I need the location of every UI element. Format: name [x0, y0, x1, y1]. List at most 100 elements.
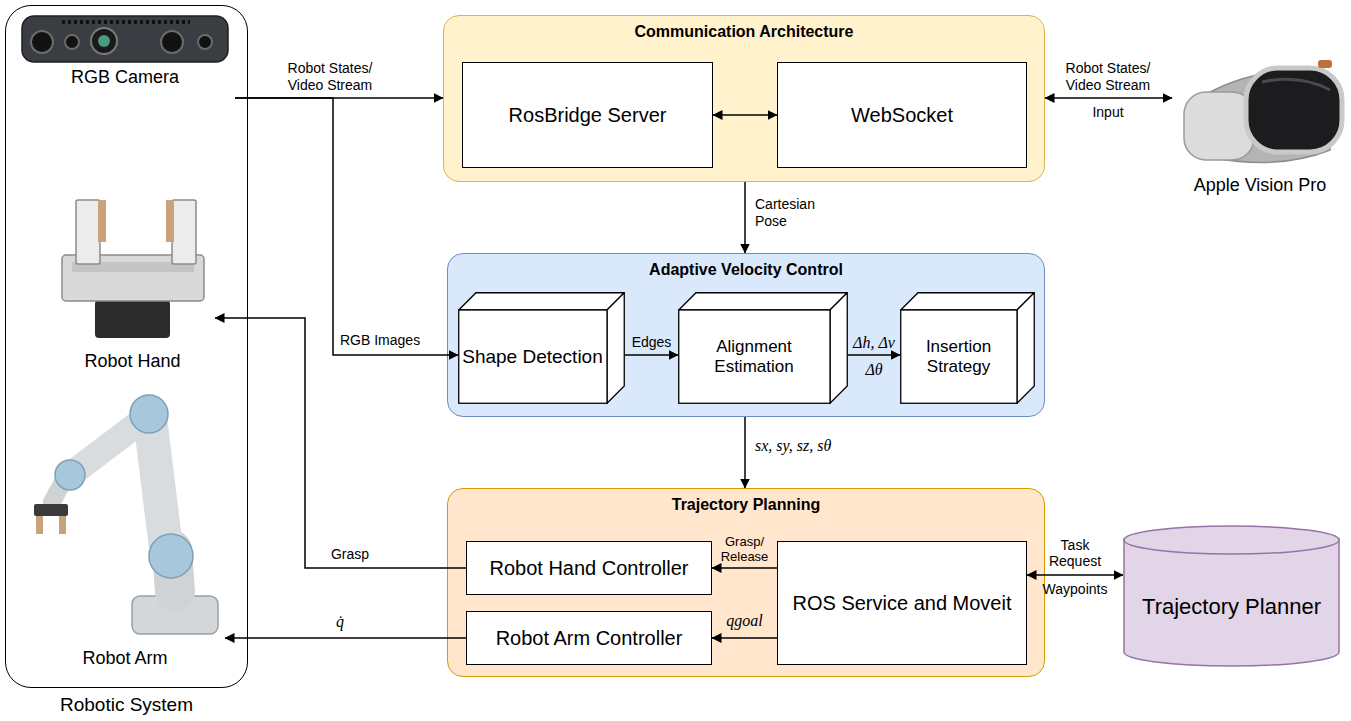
- connector-arrow: [1045, 97, 1172, 99]
- node-label: Apple Vision Pro: [1194, 175, 1327, 196]
- free-label-holder: Waypoints: [1030, 581, 1120, 598]
- node-label: Alignment Estimation: [678, 337, 830, 377]
- device-node: Robot Hand: [50, 190, 215, 378]
- edge-label-holder: qgoal: [715, 611, 775, 630]
- edge-label: Robot States/ Video Stream: [278, 60, 383, 94]
- connector-arrow: [848, 354, 900, 356]
- edge-label-holder: sx, sy, sz, sθ: [755, 436, 925, 455]
- arm-gripper-finger: [36, 516, 43, 534]
- gripper-finger: [172, 200, 196, 264]
- edge-label: Task Request: [1035, 537, 1115, 569]
- edge-label-holder: Robot States/ Video Stream: [1056, 60, 1161, 94]
- cube-front: [901, 310, 1017, 403]
- device-node: Apple Vision Pro: [1172, 55, 1348, 200]
- panel-title: Trajectory Planning: [447, 496, 1045, 514]
- process-box: Robot Hand Controller: [466, 541, 712, 595]
- panel-background: [5, 5, 248, 688]
- connector-arrow: [215, 318, 466, 568]
- headset-reflection: [1262, 79, 1330, 90]
- gripper-pad: [166, 200, 174, 242]
- arm-joint: [55, 460, 85, 490]
- arm-joint: [130, 395, 168, 433]
- cube-front: [679, 310, 830, 403]
- process-cube: Shape Detection: [458, 292, 625, 404]
- cube-top: [459, 293, 625, 310]
- node-label: Robot Hand: [84, 351, 180, 372]
- connector-arrow: [1027, 574, 1123, 576]
- edge-label-holder: Δh, Δv: [848, 333, 900, 352]
- signal-label: Waypoints: [1030, 581, 1120, 598]
- edge-label: Robot States/ Video Stream: [1056, 60, 1161, 94]
- node-label: ROS Service and Moveit: [793, 592, 1012, 615]
- group-panel: Adaptive Velocity ControlShape Detection…: [447, 253, 1045, 417]
- signal-label: Input: [1068, 104, 1148, 121]
- process-box: ROS Service and Moveit: [777, 541, 1027, 665]
- connector-arrow: [713, 114, 777, 116]
- connector-arrow: [225, 637, 466, 639]
- cube-top: [679, 293, 848, 310]
- edge-label: Δh, Δv: [848, 333, 900, 352]
- device-node: RGB Camera: [15, 10, 235, 100]
- edge-label-holder: Cartesian Pose: [755, 196, 835, 230]
- connector-arrow: [712, 567, 777, 569]
- node-label: Robot Arm: [82, 648, 167, 669]
- edge-label: Grasp/ Release: [714, 535, 776, 565]
- panel-title: Robotic System: [60, 694, 193, 716]
- process-box: RosBridge Server: [462, 62, 713, 168]
- camera-lens-glass: [98, 35, 110, 47]
- free-label-holder: Input: [1068, 104, 1148, 121]
- arm-joint: [149, 534, 193, 578]
- edge-label-holder: RGB Images: [340, 332, 455, 349]
- cube-front: [459, 310, 607, 403]
- headset-illustration: [1184, 60, 1342, 163]
- camera-lens: [91, 28, 117, 54]
- connector-arrow: [712, 637, 777, 639]
- camera-lens: [161, 31, 183, 53]
- node-label: Shape Detection: [462, 346, 603, 368]
- node-label: Robot Hand Controller: [490, 557, 689, 580]
- connector-arrow: [744, 417, 746, 488]
- camera-lens: [31, 31, 53, 53]
- node-label: WebSocket: [851, 104, 953, 127]
- node-label: Robot Arm Controller: [496, 627, 683, 650]
- free-label-holder: Δθ: [854, 360, 894, 379]
- edge-label: Edges: [626, 334, 678, 351]
- group-panel: Trajectory PlanningRobot Hand Controller…: [447, 488, 1045, 677]
- camera-lens: [198, 35, 212, 49]
- headset-visor: [1246, 68, 1342, 152]
- cylinder-top: [1124, 526, 1339, 554]
- camera-illustration: [22, 16, 228, 62]
- edge-label: Grasp: [320, 546, 380, 563]
- device-node: Robot Arm: [25, 380, 225, 675]
- process-box: WebSocket: [777, 62, 1027, 168]
- edge-label: RGB Images: [340, 332, 455, 349]
- cube-side: [1017, 293, 1034, 404]
- gripper-pad: [98, 200, 106, 242]
- panel-title: Adaptive Velocity Control: [447, 261, 1045, 279]
- node-label: RGB Camera: [71, 67, 179, 88]
- arm-link: [150, 418, 166, 548]
- camera-grille: [62, 20, 190, 24]
- connector-arrow: [744, 182, 746, 253]
- edge-label-holder: q̇: [325, 612, 355, 631]
- edge-label-holder: Task Request: [1035, 537, 1115, 569]
- edge-label: q̇: [325, 612, 355, 631]
- camera-body: [22, 16, 228, 62]
- camera-lens: [65, 35, 79, 49]
- signal-label: Δθ: [854, 360, 894, 379]
- group-panel: Communication ArchitectureRosBridge Serv…: [443, 15, 1045, 182]
- cube-top: [901, 293, 1035, 310]
- connector-arrow: [235, 98, 458, 355]
- arm-gripper-finger: [59, 516, 66, 534]
- gripper-base: [95, 300, 170, 338]
- edge-label-holder: Grasp/ Release: [714, 535, 776, 565]
- edge-label-holder: Robot States/ Video Stream: [278, 60, 383, 94]
- panel-title: Communication Architecture: [443, 23, 1045, 41]
- process-cube: Alignment Estimation: [678, 292, 848, 404]
- edge-label: sx, sy, sz, sθ: [755, 436, 925, 455]
- cube-side: [830, 293, 847, 404]
- arm-gripper: [34, 504, 68, 516]
- edge-label-holder: Edges: [626, 334, 678, 351]
- node-label: RosBridge Server: [509, 104, 667, 127]
- headset-crown: [1318, 60, 1332, 68]
